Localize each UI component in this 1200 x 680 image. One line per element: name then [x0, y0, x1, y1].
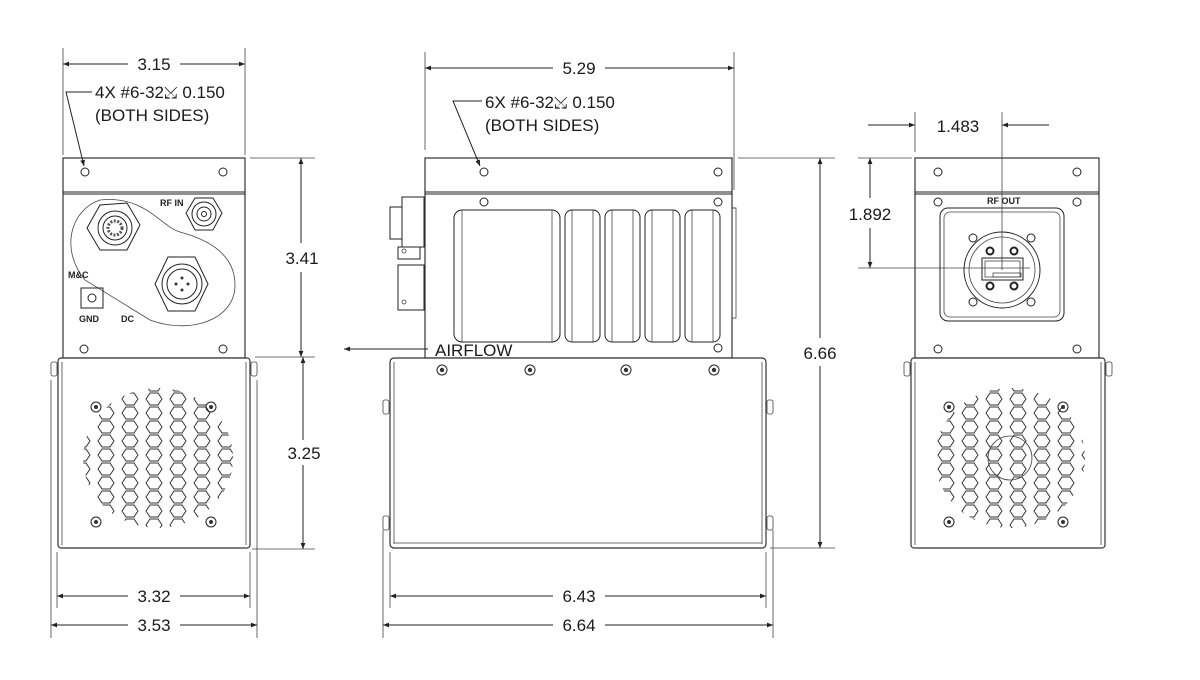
front-view: M&C RF IN DC GND: [50, 48, 321, 638]
note-front-holes: 4X #6-32⤩ 0.150: [95, 83, 225, 102]
dim-front-base-inner: 3.32: [137, 587, 170, 606]
mc-connector-icon: [86, 202, 141, 251]
airflow-label: AIRFLOW: [435, 341, 512, 360]
rear-view: RF OUT: [849, 112, 1113, 549]
rf-out-label: RF OUT: [987, 196, 1021, 206]
gnd-label: GND: [79, 314, 100, 324]
gnd-terminal-icon: [80, 287, 104, 309]
side-view: AIRFLOW 5.29 6X #6-32⤩ 0.150 (BOTH SIDES…: [344, 52, 837, 638]
mount-hole-icon: [218, 167, 228, 177]
dim-side-base-inner: 6.43: [562, 587, 595, 606]
side-connector-icon: [389, 196, 425, 311]
rf-in-label: RF IN: [160, 198, 184, 208]
note-front-holes-sides: (BOTH SIDES): [95, 106, 209, 125]
mount-hole-icon: [218, 344, 228, 354]
mc-label: M&C: [68, 270, 89, 280]
dim-side-base-outer: 6.64: [562, 616, 595, 635]
dim-side-top-width: 5.29: [562, 59, 595, 78]
dc-label: DC: [121, 314, 134, 324]
mount-hole-icon: [80, 167, 90, 177]
side-upper-housing: [424, 157, 733, 359]
fan-grille-icon: [935, 388, 1085, 528]
dim-front-base-outer: 3.53: [137, 616, 170, 635]
heatsink-fins-icon: [453, 209, 721, 343]
dim-rear-connector-x: 1.483: [937, 117, 980, 136]
side-fan-housing: [389, 357, 767, 549]
dim-front-upper-height: 3.41: [285, 249, 318, 268]
screw-icon: [436, 364, 720, 376]
mount-hole-icon: [79, 344, 89, 354]
front-upper-housing: [62, 157, 246, 359]
rf-out-connector-icon: [963, 231, 1041, 309]
note-side-holes-sides: (BOTH SIDES): [485, 116, 599, 135]
dim-front-top-width: 3.15: [137, 55, 170, 74]
dim-front-lower-height: 3.25: [287, 444, 320, 463]
dim-rear-connector-y: 1.892: [849, 205, 892, 224]
fan-grille-icon: [83, 388, 233, 528]
rf-in-connector-icon: [185, 197, 223, 231]
dim-side-total-height: 6.66: [803, 344, 836, 363]
dc-connector-icon: [154, 256, 209, 312]
note-side-holes: 6X #6-32⤩ 0.150: [485, 93, 615, 112]
